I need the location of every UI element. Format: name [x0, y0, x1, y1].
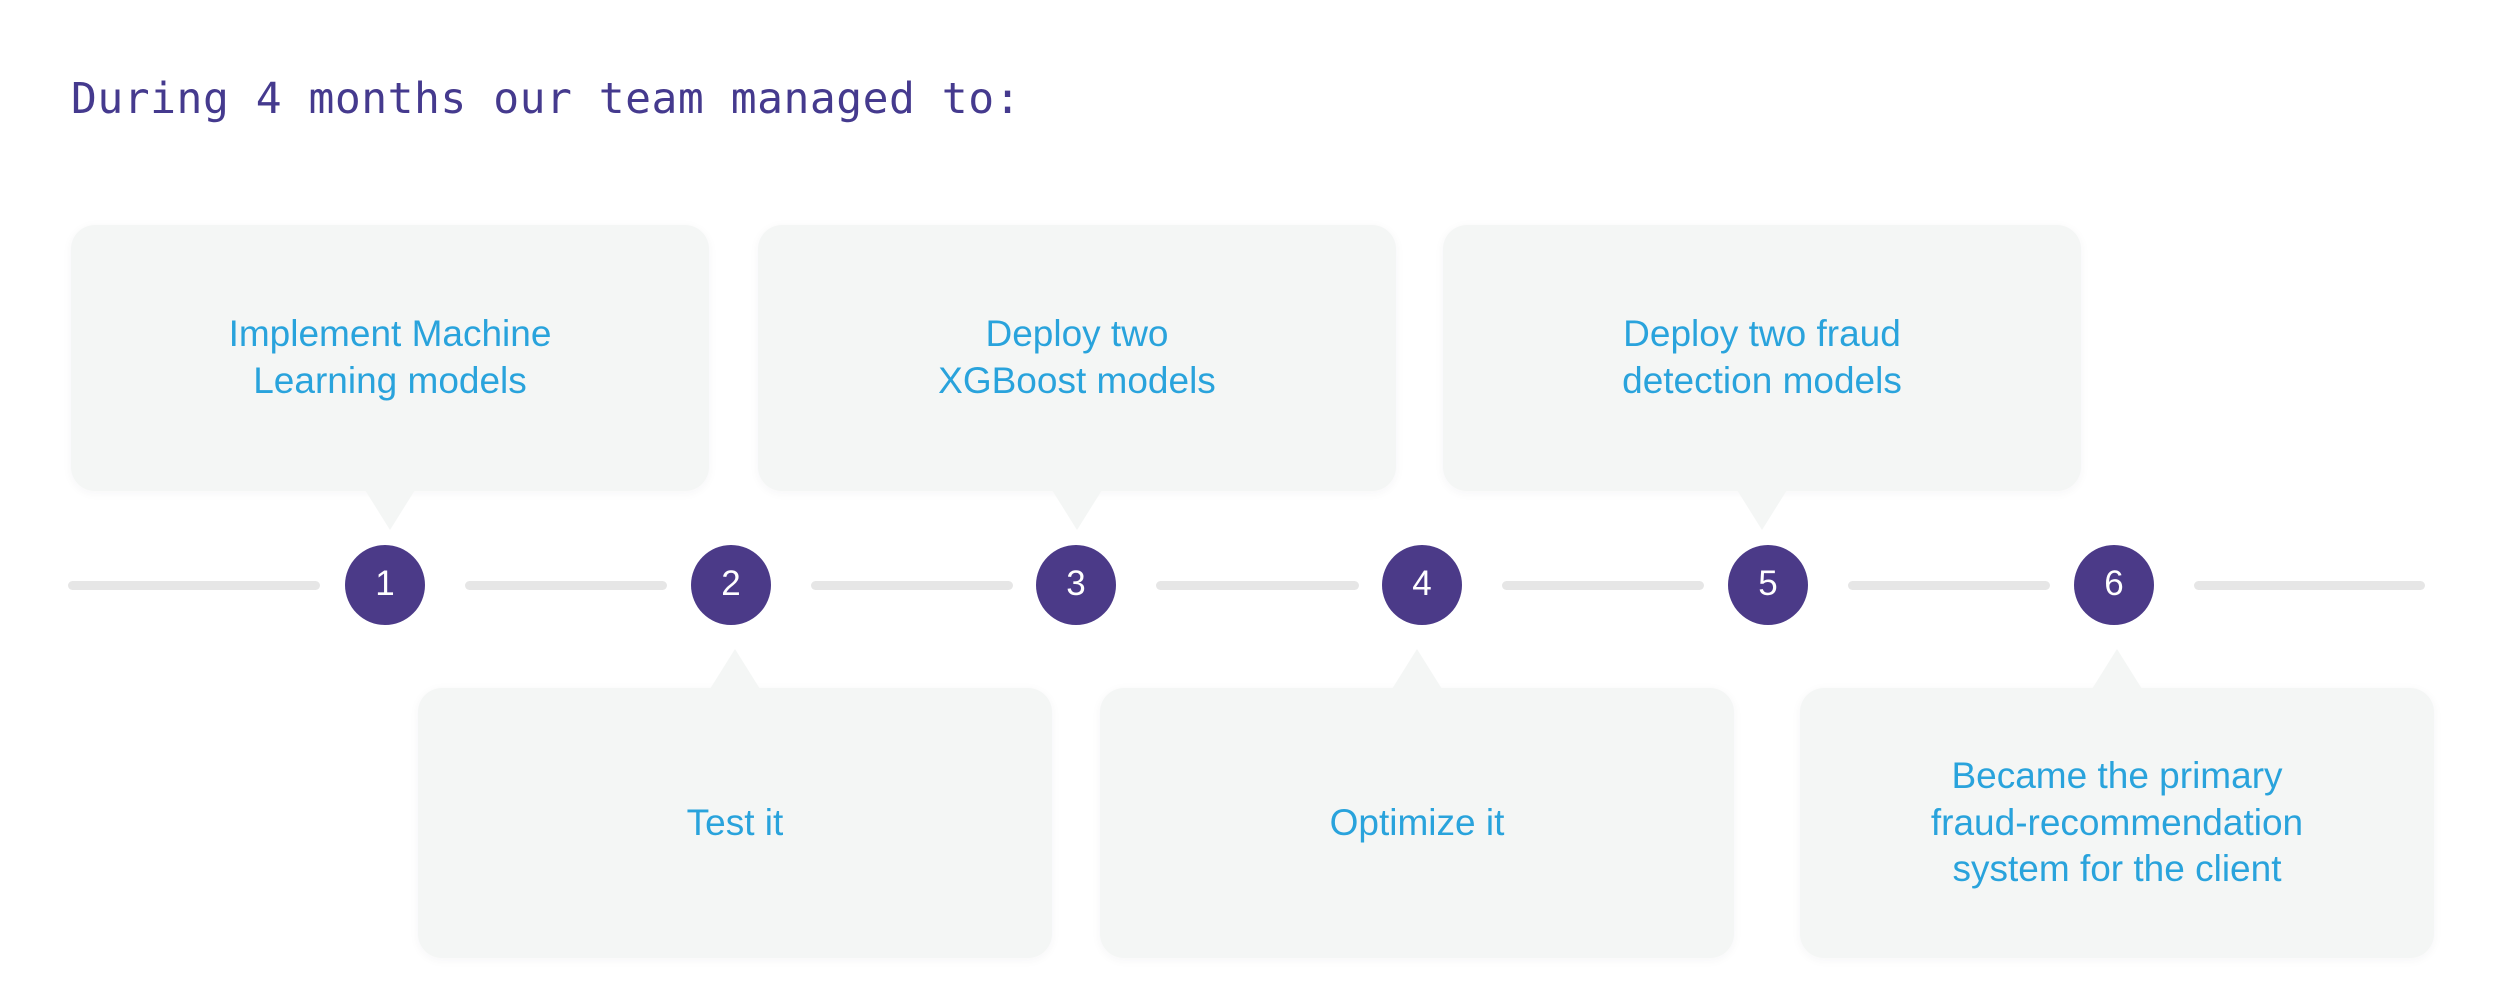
timeline-card-6[interactable]: Became the primary fraud-recommendation …	[1800, 688, 2434, 958]
timeline-card-2-label: Test it	[686, 801, 784, 843]
timeline-axis: 1 2 3 4 5 6	[0, 545, 2493, 625]
timeline-node-5[interactable]: 5	[1728, 545, 1808, 625]
timeline-card-2[interactable]: Test it	[418, 688, 1052, 958]
timeline-card-3-label: Deploy two XGBoost models	[938, 313, 1216, 401]
timeline-node-2-number: 2	[721, 564, 741, 603]
timeline-card-6-label: Became the primary fraud-recommendation …	[1930, 755, 2304, 890]
timeline-node-6-number: 6	[2104, 564, 2124, 603]
timeline-node-2[interactable]: 2	[691, 545, 771, 625]
timeline-card-4[interactable]: Optimize it	[1100, 688, 1734, 958]
timeline-card-3[interactable]: Deploy two XGBoost models	[758, 225, 1396, 491]
timeline-node-1-number: 1	[375, 564, 395, 603]
page-title: During 4 months our team managed to:	[71, 74, 1021, 124]
timeline-segment-end	[2194, 581, 2425, 590]
timeline-segment-2-3	[811, 581, 1013, 590]
timeline-node-5-number: 5	[1758, 564, 1778, 603]
timeline-card-1[interactable]: Implement Machine Learning models	[71, 225, 709, 491]
timeline-card-1-label: Implement Machine Learning models	[228, 313, 552, 401]
timeline-card-5[interactable]: Deploy two fraud detection models	[1443, 225, 2081, 491]
timeline-segment-3-4	[1156, 581, 1359, 590]
timeline-node-6[interactable]: 6	[2074, 545, 2154, 625]
timeline-segment-5-6	[1848, 581, 2050, 590]
timeline-node-4-number: 4	[1412, 564, 1432, 603]
timeline-segment-4-5	[1502, 581, 1704, 590]
timeline-node-1[interactable]: 1	[345, 545, 425, 625]
timeline-card-5-label: Deploy two fraud detection models	[1622, 313, 1902, 401]
timeline-segment-1-2	[465, 581, 667, 590]
timeline-node-3-number: 3	[1066, 564, 1086, 603]
timeline-node-4[interactable]: 4	[1382, 545, 1462, 625]
timeline-segment-start	[68, 581, 320, 590]
timeline-card-4-label: Optimize it	[1329, 801, 1505, 843]
timeline-node-3[interactable]: 3	[1036, 545, 1116, 625]
